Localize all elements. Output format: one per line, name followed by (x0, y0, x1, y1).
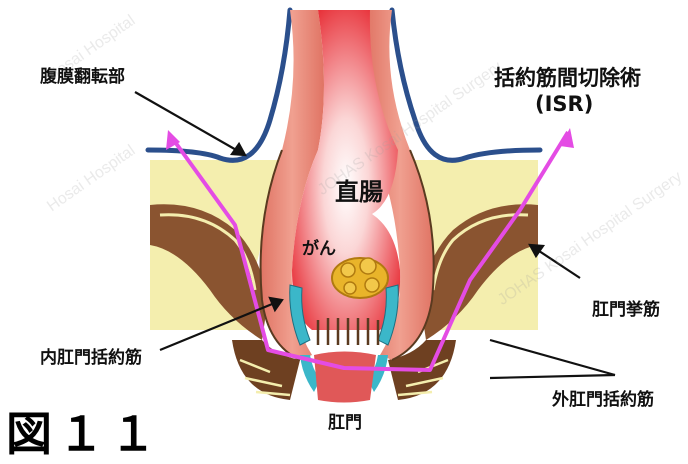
label-procedure-abbrev: (ISR) (535, 92, 593, 116)
label-levator-ani: 肛門挙筋 (592, 295, 660, 320)
figure-number: 図１１ (6, 398, 162, 464)
label-internal-sphincter: 内肛門括約筋 (40, 343, 142, 368)
tumor (332, 258, 388, 298)
label-anus: 肛門 (328, 408, 362, 433)
anal-columns (318, 318, 378, 345)
label-rectum: 直腸 (335, 172, 383, 207)
label-procedure-title: 括約筋間切除術 (494, 62, 641, 92)
label-cancer: がん (302, 234, 336, 259)
label-peritoneal-reflection: 腹膜翻転部 (40, 62, 125, 87)
label-external-sphincter: 外肛門括約筋 (552, 385, 654, 410)
anal-canal (314, 352, 376, 403)
